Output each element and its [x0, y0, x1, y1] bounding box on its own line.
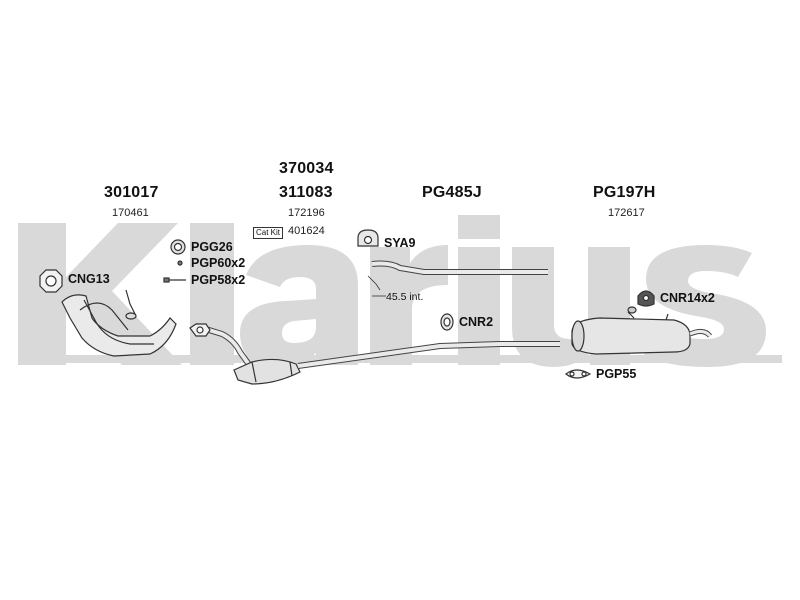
catkit-badge: Cat Kit — [253, 227, 284, 239]
front-pipe — [61, 294, 177, 357]
label-pgp58: PGP58x2 — [191, 273, 246, 287]
label-sya9: SYA9 — [384, 236, 416, 250]
center-pipe-number: PG485J — [422, 184, 482, 201]
label-pgp60: PGP60x2 — [191, 256, 246, 270]
label-length: 45.5 int. — [386, 291, 424, 303]
rear-silencer-subnumber: 172617 — [608, 207, 645, 219]
catalyst-body — [233, 358, 301, 385]
front-pipe-number: 301017 — [104, 184, 159, 201]
label-cnr14: CNR14x2 — [660, 291, 715, 305]
label-cnr2: CNR2 — [459, 315, 494, 329]
catalyst-subnumber: 172196 — [288, 207, 325, 219]
rear-silencer-number: PG197H — [593, 184, 656, 201]
catalyst-number-top: 370034 — [279, 160, 334, 177]
catalyst-number: 311083 — [279, 184, 333, 201]
rear-silencer — [571, 317, 691, 355]
label-pgg26: PGG26 — [191, 240, 233, 254]
bolt-icon — [177, 260, 183, 266]
catkit-number: 401624 — [288, 225, 325, 237]
front-hanger — [125, 289, 137, 317]
front-pipe-subnumber: 170461 — [112, 207, 149, 219]
front-pipe-branch — [79, 302, 129, 331]
label-pgp55: PGP55 — [596, 367, 637, 381]
length-pointer — [367, 275, 381, 291]
label-cng13: CNG13 — [68, 272, 110, 286]
